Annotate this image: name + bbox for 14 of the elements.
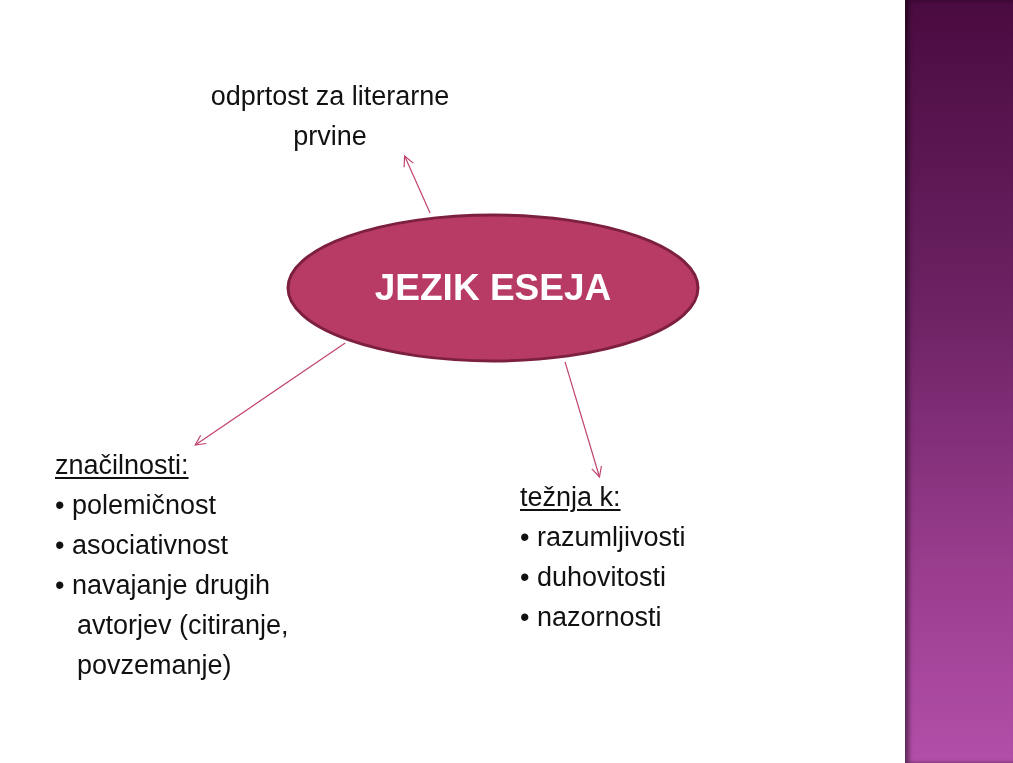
- list-heading: težnja k:: [520, 481, 622, 514]
- bullet-item: • duhovitosti: [520, 561, 668, 594]
- side-band: [905, 0, 1013, 763]
- bullet-item: • polemičnost: [55, 489, 218, 522]
- bullet-item: • asociativnost: [55, 529, 230, 562]
- arrow: [194, 342, 346, 446]
- arrow: [403, 155, 431, 214]
- note-text: odprtost za literarne prvine: [209, 80, 451, 153]
- bullet-item: • razumljivosti: [520, 521, 687, 554]
- bullet-item: • nazornosti: [520, 601, 663, 634]
- topic-title: JEZIK ESEJA: [374, 267, 612, 309]
- list-heading: značilnosti:: [55, 449, 190, 482]
- bullet-item: • navajanje drugih avtorjev (citiranje, povzemanje): [55, 569, 290, 682]
- arrow: [564, 361, 602, 478]
